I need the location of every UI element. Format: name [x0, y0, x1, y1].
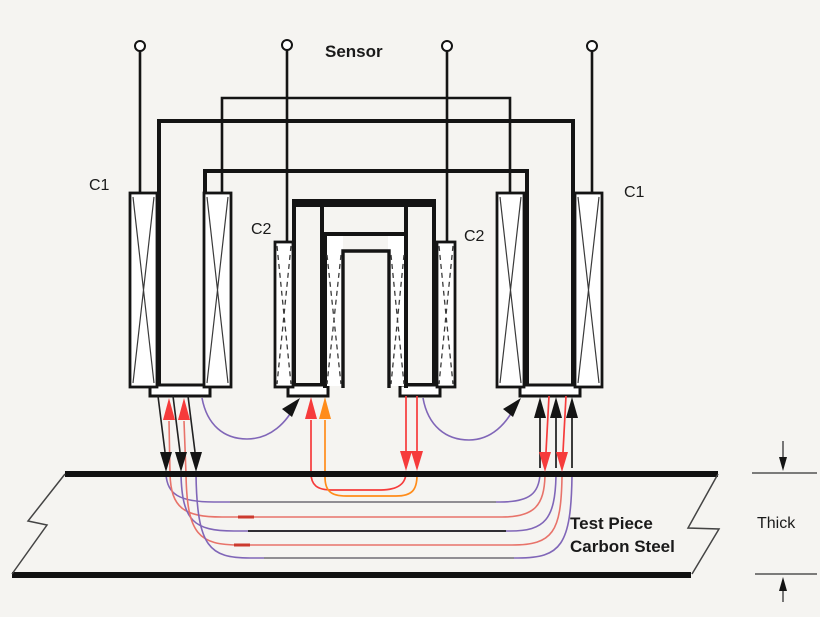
test-piece-label-line2: Carbon Steel	[570, 537, 675, 556]
right-leg-red-stems	[545, 395, 567, 453]
plate-top-surface	[65, 471, 718, 477]
leakage-arrowhead-right	[503, 398, 521, 417]
middle-core-top-bar	[292, 199, 436, 207]
leakage-arc-left	[201, 397, 297, 440]
c1-label-left: C1	[89, 177, 110, 194]
coil-hatch	[132, 196, 155, 384]
bridge-right-leg-hatch	[390, 254, 405, 385]
plate-left-break-edge	[11, 473, 66, 575]
down-arrowhead-red	[411, 451, 423, 471]
inner-bridge-core	[323, 232, 408, 388]
down-arrowhead-red	[400, 451, 412, 471]
flux-line-deep-1	[165, 473, 541, 503]
up-arrowhead	[566, 397, 578, 418]
c2-label-right: C2	[464, 228, 485, 245]
middle-core-left-pole-foot	[286, 383, 330, 398]
lead-wires	[134, 39, 598, 242]
leakage-arc-right	[422, 397, 517, 441]
dim-down-arrowhead	[779, 457, 787, 471]
outer-core-outline-outer	[157, 119, 575, 388]
flux-shallow-u-orange	[324, 420, 418, 497]
c2-right-coil-outer-half	[435, 240, 457, 389]
c2-left-coil-outer-half	[273, 240, 295, 389]
middle-core-left-leg	[292, 201, 324, 387]
flux-line-deep-4	[183, 420, 563, 546]
bridge-outline-outer	[323, 232, 408, 388]
bridge-outline-inner	[341, 249, 391, 388]
outer-core-left-pole-foot	[148, 383, 212, 398]
c1-series-link-wire	[220, 96, 512, 193]
down-arrowhead-red	[539, 452, 551, 472]
right-leg-up-flux-stems	[539, 418, 573, 468]
sensor-title: Sensor	[325, 42, 383, 61]
plate-flux-lines	[165, 420, 573, 559]
plate-right-break-edge	[686, 473, 721, 575]
down-arrowhead	[160, 452, 172, 472]
up-arrowhead-red	[178, 398, 190, 420]
up-arrowhead	[534, 397, 546, 418]
test-piece-plate	[11, 471, 721, 578]
down-arrowhead	[190, 452, 202, 472]
airgap-flux	[157, 395, 573, 468]
down-arrowhead-red	[556, 452, 568, 472]
up-arrowhead-red	[305, 397, 317, 419]
up-arrowhead-orange	[319, 397, 331, 419]
down-arrowhead	[175, 452, 187, 472]
dim-up-arrowhead	[779, 577, 787, 591]
c2-coils	[273, 240, 457, 389]
up-arrowhead-red	[163, 398, 175, 420]
terminal-circle-3	[441, 40, 453, 52]
terminal-circle-4	[586, 40, 598, 52]
middle-core	[286, 199, 442, 398]
c2-label-left: C2	[251, 221, 272, 238]
outer-core-right-pole-foot	[518, 383, 582, 398]
c1-coils	[128, 191, 604, 389]
middle-core-right-leg	[404, 201, 436, 387]
labels: Sensor C1 C1 C2 C2 Test Piece Carbon Ste…	[89, 42, 796, 556]
leakage-arrowhead-left	[282, 398, 300, 417]
flux-line-deep-2	[168, 420, 546, 518]
coil-hatch	[206, 196, 229, 384]
coil-hatch	[499, 196, 522, 384]
flux-arrowheads	[160, 397, 578, 472]
plate-bottom-surface	[12, 572, 691, 578]
thick-label: Thick	[757, 515, 796, 532]
left-leg-down-flux-stems	[157, 395, 196, 453]
c1-label-right: C1	[624, 184, 645, 201]
up-arrowhead	[550, 397, 562, 418]
coil-hatch	[577, 196, 600, 384]
terminal-circle-1	[134, 40, 146, 52]
test-piece-label-line1: Test Piece	[570, 514, 653, 533]
middle-core-right-pole-foot	[398, 383, 442, 398]
center-right-red-stems	[405, 396, 418, 451]
flux-shallow-u-red	[310, 420, 407, 491]
terminal-circle-2	[281, 39, 293, 51]
bridge-left-leg-hatch	[326, 254, 342, 385]
thickness-dimension	[752, 441, 817, 602]
flux-line-deep-3	[180, 473, 557, 532]
